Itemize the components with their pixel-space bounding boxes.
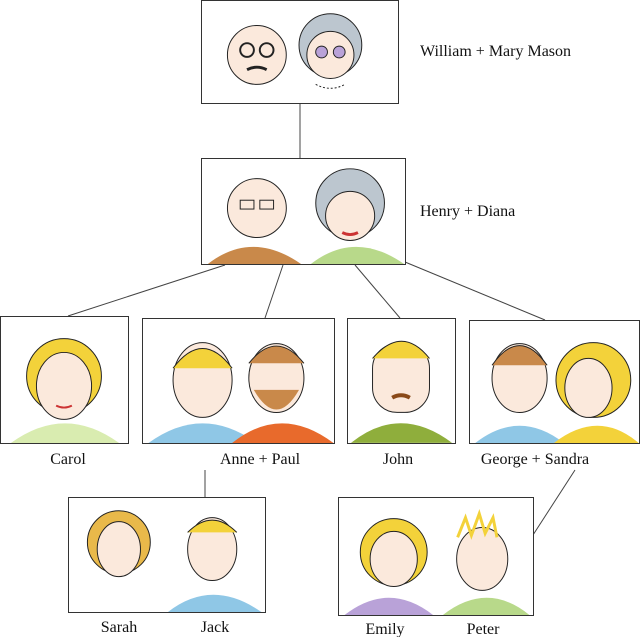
label-emily: Emily [365,621,405,637]
label-george-sandra: George + Sandra [480,451,590,468]
portrait-sarah-jack [68,497,266,613]
portrait-john [347,318,456,444]
label-jack: Jack [200,619,230,636]
label-john: John [382,451,414,468]
line-to-george [404,261,546,321]
label-henry-diana: Henry + Diana [420,203,516,220]
portrait-anne-paul [142,318,335,444]
line-george-children [532,469,576,536]
portrait-carol [0,316,129,444]
line-to-john [354,264,401,319]
portrait-william-mary [201,0,399,104]
label-anne-paul: Anne + Paul [219,451,301,468]
line-to-carol [67,264,226,317]
portrait-george-sandra [469,320,640,444]
portrait-henry-diana [201,158,406,265]
line-to-anne [264,264,284,319]
portrait-emily-peter [338,497,534,616]
label-peter: Peter [466,621,500,637]
label-carol: Carol [50,451,86,468]
label-william-mary: William + Mary Mason [420,43,572,60]
label-sarah: Sarah [100,619,138,636]
